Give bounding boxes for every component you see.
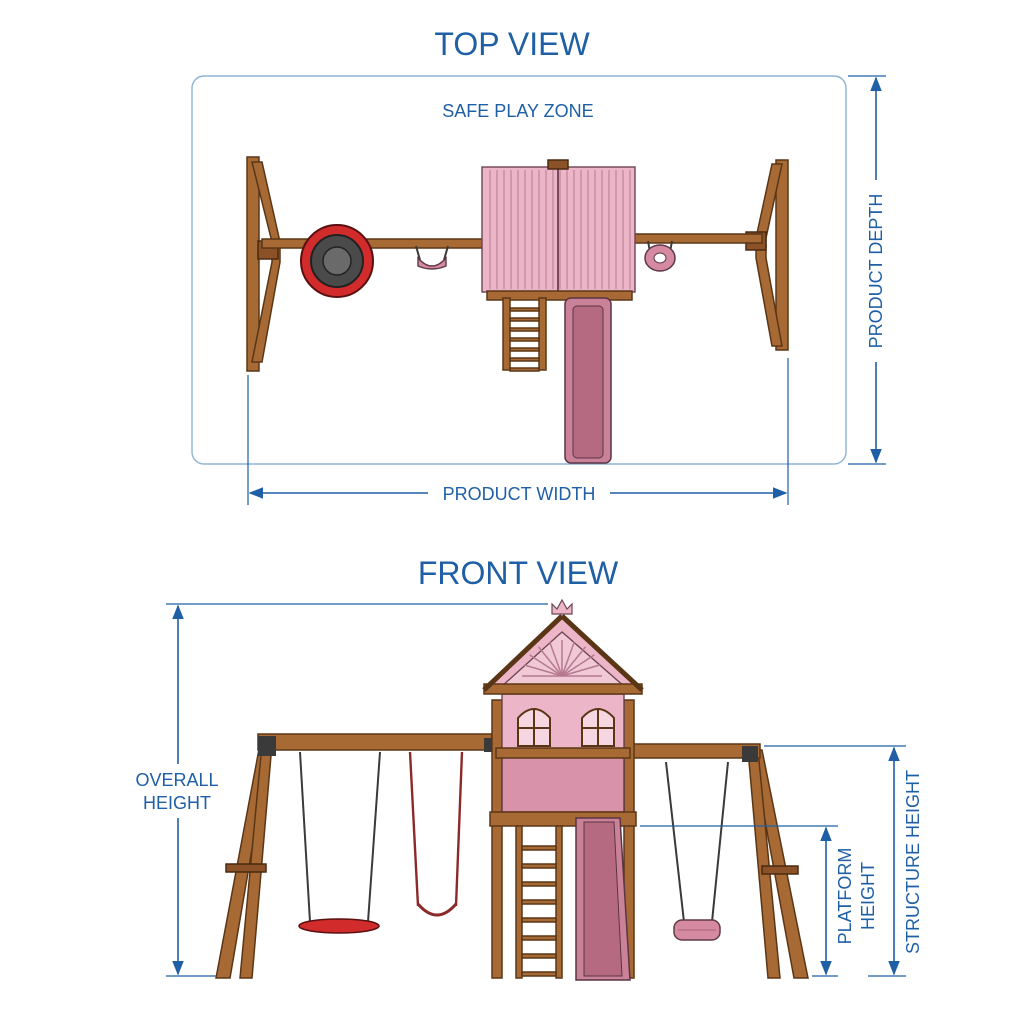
slide-front [575,817,631,981]
belt-swing-front [408,751,464,917]
product-width-label: PRODUCT WIDTH [443,484,596,504]
overall-height-label-line1: OVERALL [135,770,218,790]
product-width-dimension: PRODUCT WIDTH [247,358,789,505]
crown-icon [551,598,573,615]
ladder-top [502,297,547,372]
overall-height-label-line2: HEIGHT [143,793,211,813]
saucer-swing-top [300,224,374,298]
fort-roof-top [481,159,636,301]
structure-height-label: STRUCTURE HEIGHT [903,770,923,954]
top-view: TOP VIEW SAFE PLAY ZONE [191,26,886,505]
left-a-frame-top [246,156,281,372]
safe-play-zone [191,75,847,465]
platform-height-label-line2: HEIGHT [858,862,878,930]
product-depth-dimension: PRODUCT DEPTH [848,75,886,465]
tire-swing-front [665,761,729,941]
right-swing-beam-front [631,743,761,759]
structure-height-dimension: STRUCTURE HEIGHT [764,745,923,977]
right-a-frame-front [747,749,809,979]
front-view: FRONT VIEW [135,555,923,981]
platform-height-dimension: PLATFORM HEIGHT [640,825,878,977]
left-a-frame-front [215,743,273,979]
front-view-title: FRONT VIEW [418,555,619,591]
beam-bracket-icon [258,736,276,756]
safe-play-zone-label: SAFE PLAY ZONE [442,101,593,121]
right-swing-beam-top [631,233,763,244]
left-swing-beam-top [261,238,485,249]
belt-swing-top [415,245,449,270]
product-depth-label: PRODUCT DEPTH [866,194,886,349]
ladder-front [515,825,563,979]
fort-front [482,598,644,981]
top-view-title: TOP VIEW [434,26,590,62]
window-left [517,708,551,747]
window-right [581,708,615,747]
tire-swing-top [644,240,676,272]
right-a-frame-top [745,159,789,351]
platform-height-label-line1: PLATFORM [835,848,855,945]
left-swing-beam-front [257,733,493,751]
overall-height-dimension: OVERALL HEIGHT [135,603,548,977]
slide-top [564,297,612,464]
beam-bracket-icon [742,746,758,762]
saucer-swing-front [298,751,381,934]
